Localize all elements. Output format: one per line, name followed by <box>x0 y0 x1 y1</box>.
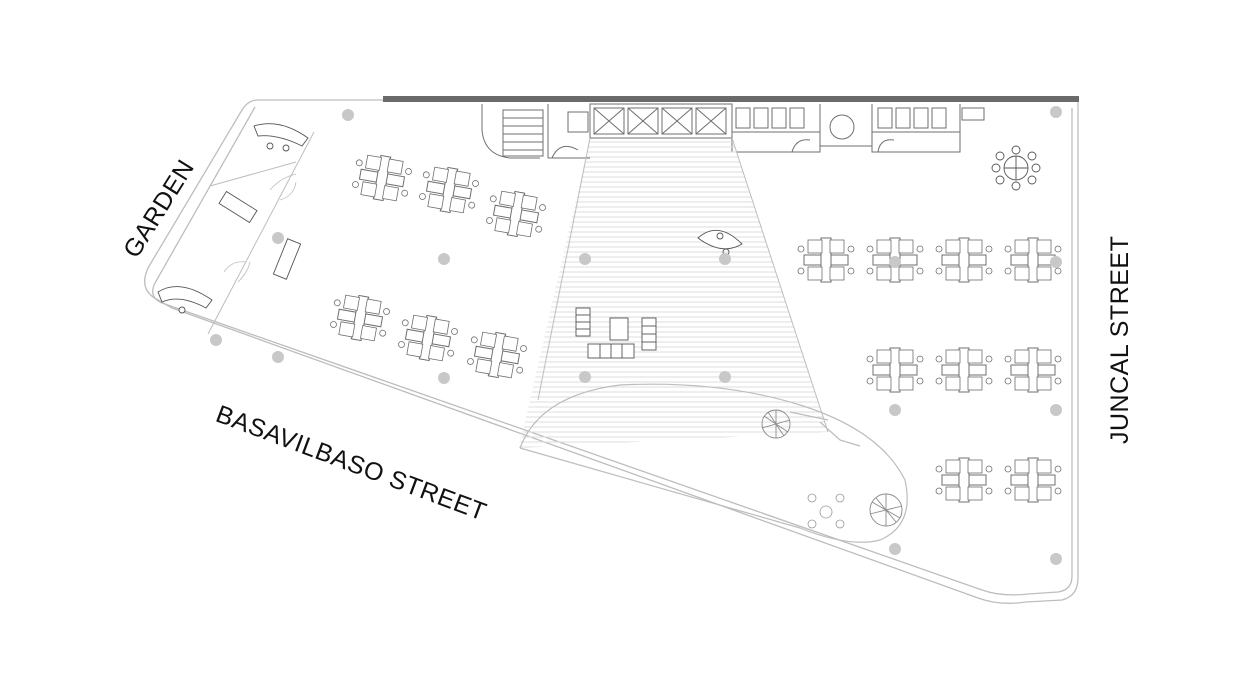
workstation-cluster <box>797 237 1062 283</box>
meeting-table-icon <box>991 145 1041 191</box>
reception-desk-icon <box>253 123 309 152</box>
structural-columns <box>210 106 1062 565</box>
plant-icon <box>761 409 791 439</box>
reception-desk-icon <box>157 286 213 314</box>
atrium-edges <box>537 137 829 433</box>
door-swing-icon <box>223 173 297 283</box>
reception-desk-icon <box>697 229 743 256</box>
north-wall <box>383 96 1079 102</box>
building-outline <box>144 99 1079 604</box>
lounge-seating <box>575 307 657 359</box>
sofa-icon <box>218 190 302 280</box>
plant-icon <box>869 493 903 527</box>
juncal-street-label: JUNCAL STREET <box>1106 235 1134 444</box>
workstation-cluster <box>866 347 1062 393</box>
service-core <box>481 103 985 159</box>
workstation-cluster <box>328 290 529 383</box>
round-table-icon <box>807 493 845 529</box>
terrace <box>519 383 908 543</box>
workstation-cluster <box>350 150 548 242</box>
garden-lobby <box>207 131 315 335</box>
workstation-cluster <box>935 457 1062 503</box>
